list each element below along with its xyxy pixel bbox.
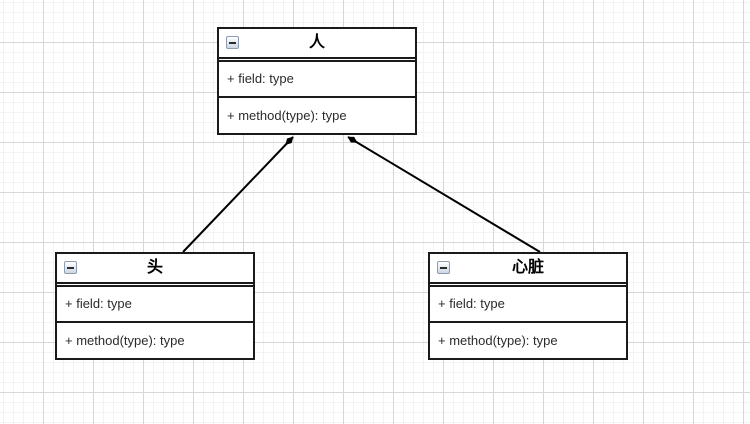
uml-class-person[interactable]: 人 + field: type + method(type): type: [217, 27, 417, 135]
uml-method-row[interactable]: + method(type): type: [438, 332, 558, 348]
uml-class-head[interactable]: 头 + field: type + method(type): type: [55, 252, 255, 360]
uml-class-title: 心脏: [511, 259, 544, 276]
uml-method-row[interactable]: + method(type): type: [227, 107, 347, 123]
uml-class-heart-header[interactable]: 心脏: [430, 254, 626, 284]
uml-method-row[interactable]: + method(type): type: [65, 332, 185, 348]
uml-class-head-header[interactable]: 头: [57, 254, 253, 284]
uml-class-heart[interactable]: 心脏 + field: type + method(type): type: [428, 252, 628, 360]
uml-class-person-body: + field: type + method(type): type: [219, 60, 415, 133]
collapse-minus-icon[interactable]: [226, 36, 239, 49]
composition-connector-heart-to-person[interactable]: [347, 136, 541, 253]
collapse-minus-icon[interactable]: [64, 261, 77, 274]
uml-class-head-body: + field: type + method(type): type: [57, 285, 253, 358]
uml-class-heart-body: + field: type + method(type): type: [430, 285, 626, 358]
uml-class-title: 人: [308, 34, 325, 51]
uml-class-title: 头: [146, 259, 163, 276]
uml-field-row[interactable]: + field: type: [57, 287, 253, 323]
uml-field-row[interactable]: + field: type: [430, 287, 626, 323]
composition-connector-head-to-person[interactable]: [182, 136, 294, 253]
uml-class-person-header[interactable]: 人: [219, 29, 415, 59]
uml-field-row[interactable]: + field: type: [219, 62, 415, 98]
collapse-minus-icon[interactable]: [437, 261, 450, 274]
